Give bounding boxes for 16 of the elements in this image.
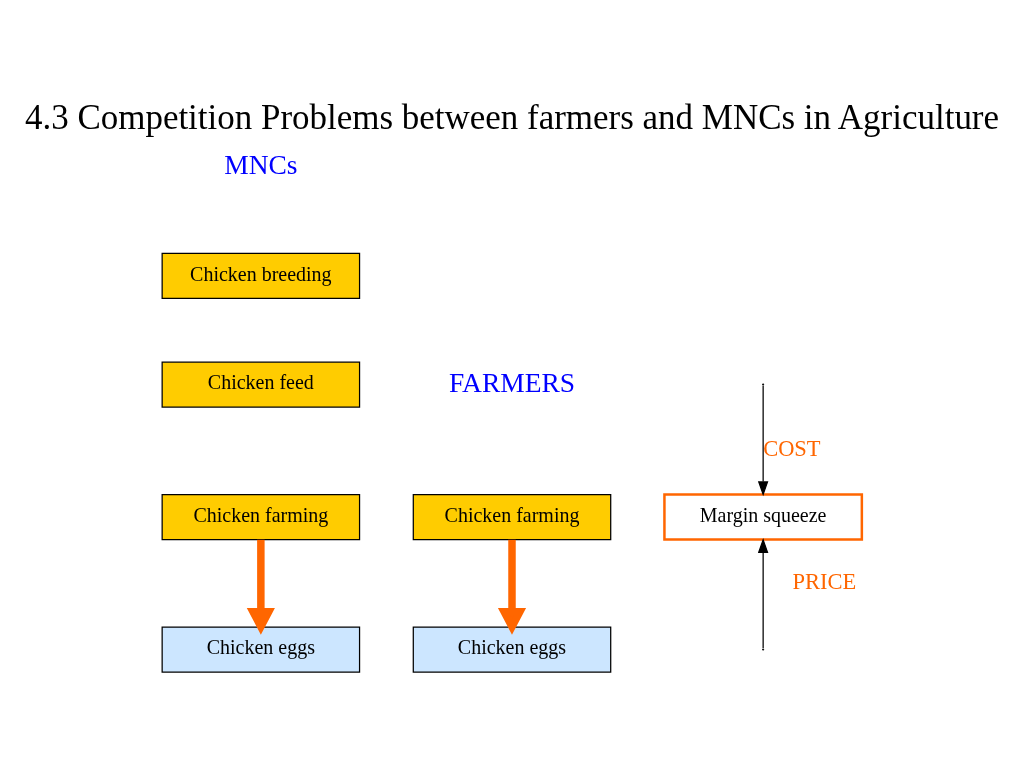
label: FARMERS	[448, 367, 576, 398]
label: MNCs	[224, 150, 298, 181]
node-box: Chicken farming	[412, 493, 612, 541]
diagram-title: 4.3 Competition Problems between farmers and MNCs in Agriculture	[24, 97, 1000, 137]
arrow	[497, 539, 527, 635]
edge-label: COST	[763, 436, 821, 462]
node-box: Chicken breeding	[161, 252, 361, 300]
arrow	[757, 537, 769, 649]
node-box: Chicken farming	[161, 493, 361, 541]
node-box: Chicken eggs	[412, 626, 612, 673]
arrow	[246, 539, 275, 635]
arrow	[757, 385, 769, 497]
edge-label: PRICE	[792, 568, 857, 594]
node-box: Chicken feed	[161, 361, 361, 408]
node-box: Chicken eggs	[161, 626, 361, 673]
node-box: Margin squeeze	[663, 493, 864, 541]
